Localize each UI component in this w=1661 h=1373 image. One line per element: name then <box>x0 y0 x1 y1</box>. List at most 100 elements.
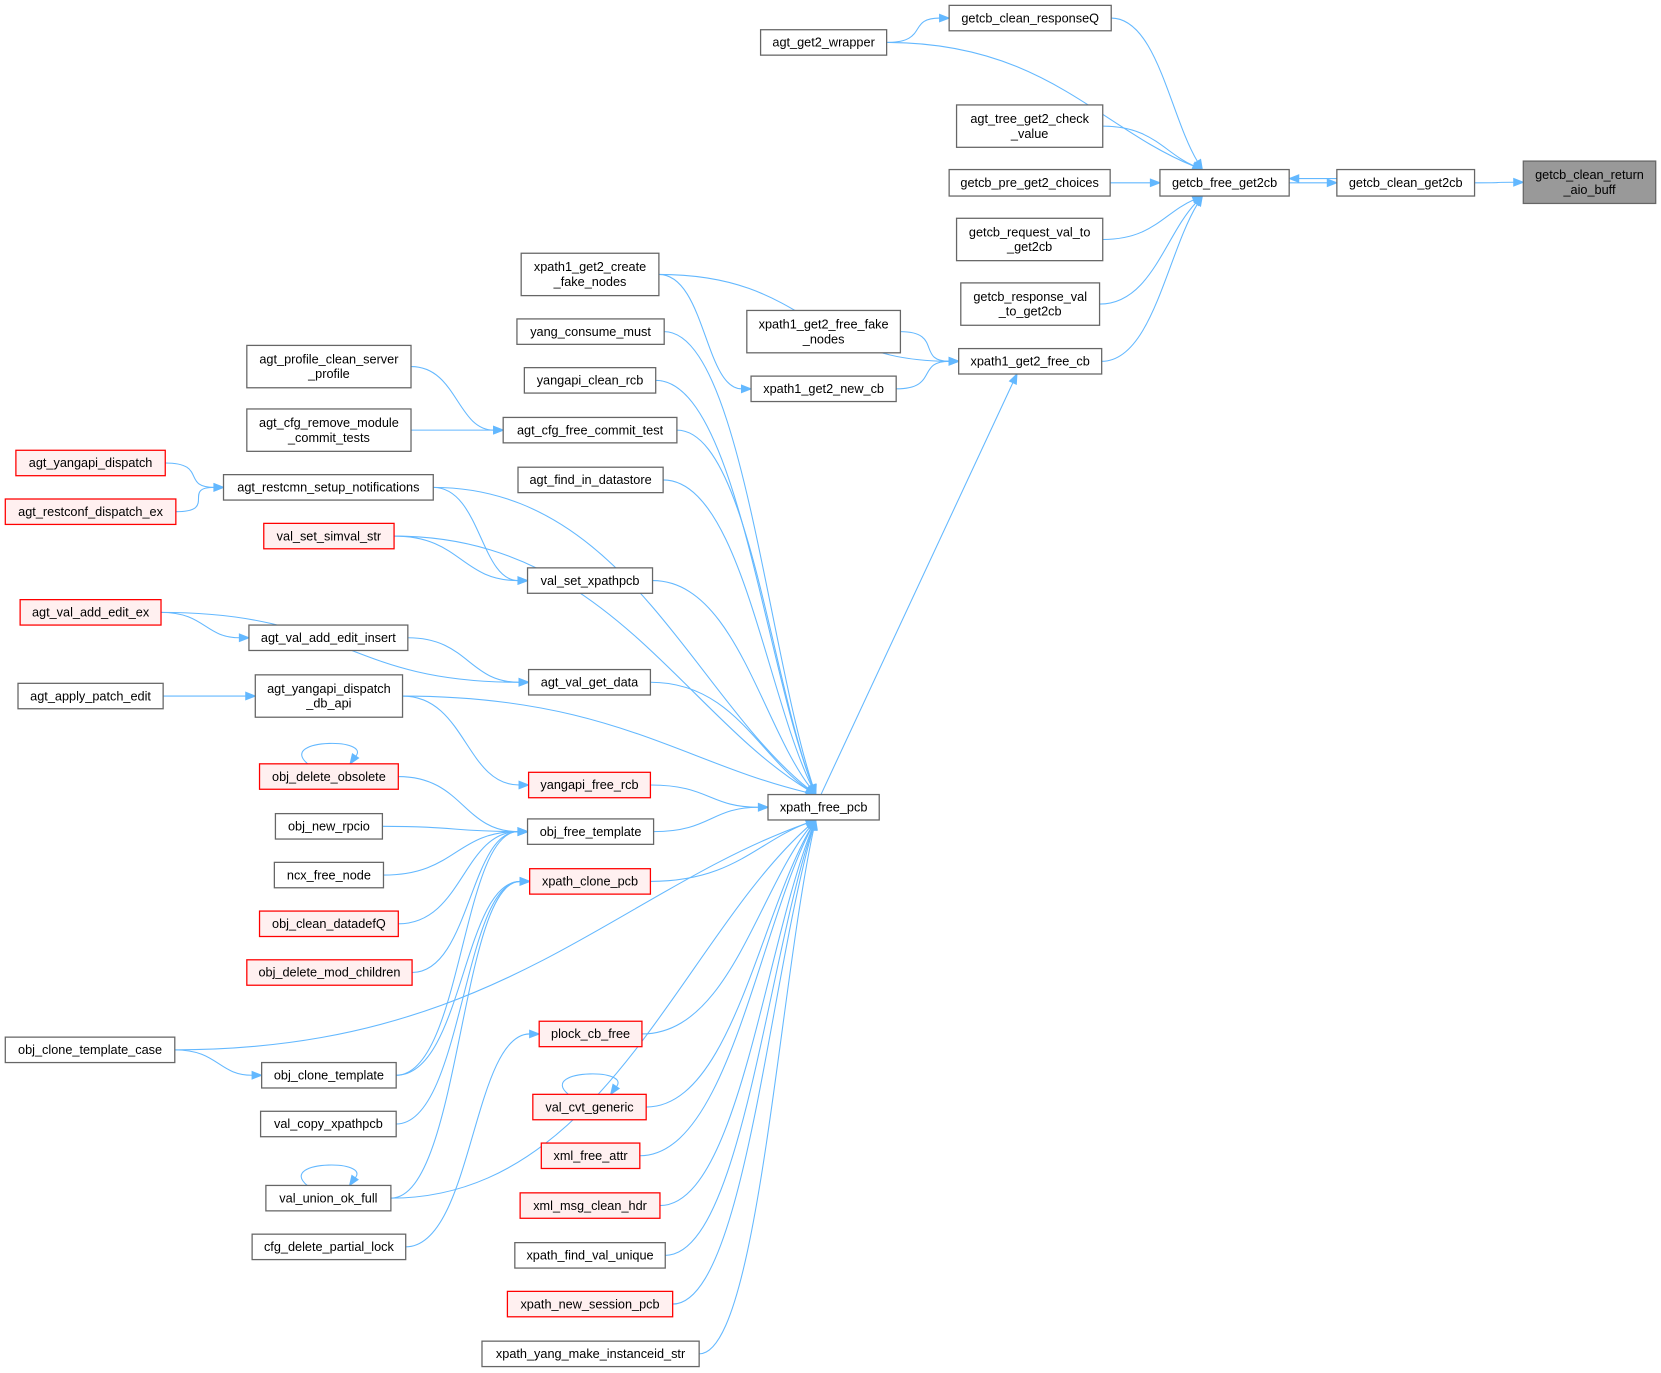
arrowhead <box>1326 178 1339 188</box>
graph-node-val-cvt-generic[interactable]: val_cvt_generic <box>532 1093 647 1121</box>
graph-node-xml-msg-clean-hdr[interactable]: xml_msg_clean_hdr <box>519 1192 661 1219</box>
node-label: _to_get2cb <box>998 304 1062 319</box>
edge-line <box>433 486 809 789</box>
graph-node-obj-clone-template-case[interactable]: obj_clone_template_case <box>4 1036 176 1064</box>
node-box <box>254 674 404 718</box>
edge-line <box>300 1164 358 1186</box>
edge-agt-val-add-edit-ex-to-agt-val-add-edit-insert <box>161 611 251 643</box>
graph-node-obj-free-template[interactable]: obj_free_template <box>526 818 655 845</box>
edge-getcb-response-val-to-get2cb-to-getcb-free-get2cb <box>1099 194 1204 305</box>
graph-node-agt-restcmn-setup-notifications[interactable]: agt_restcmn_setup_notifications <box>222 474 434 501</box>
graph-node-xpath1-get2-free-cb[interactable]: xpath1_get2_free_cb <box>958 347 1103 375</box>
nodes-layer: getcb_clean_return_aio_buff getcb_clean_g… <box>4 4 1657 1368</box>
graph-node-obj-clean-datadefQ[interactable]: obj_clean_datadefQ <box>258 910 399 938</box>
graph-node-agt-yangapi-dispatch[interactable]: agt_yangapi_dispatch <box>15 449 166 477</box>
arrowhead <box>757 802 770 812</box>
node-box <box>246 344 412 389</box>
graph-node-agt-tree-get2-check-value[interactable]: agt_tree_get2_check_value <box>955 104 1104 148</box>
edge-xpath1-get2-create-fake-nodes-to-xpath1-get2-new-cb <box>658 273 753 394</box>
edge-line <box>402 695 520 786</box>
edge-line <box>820 382 1014 795</box>
node-label: val_set_xpathpcb <box>541 573 640 588</box>
edge-line <box>394 535 808 791</box>
edge-line <box>650 681 809 790</box>
graph-node-agt-get2-wrapper[interactable]: agt_get2_wrapper <box>759 29 888 56</box>
graph-node-agt-restconf-dispatch-ex[interactable]: agt_restconf_dispatch_ex <box>4 498 177 526</box>
node-box <box>4 498 177 526</box>
graph-node-getcb-clean-return-aio-buff[interactable]: getcb_clean_return_aio_buff <box>1522 160 1657 205</box>
graph-node-val-set-simval-str[interactable]: val_set_simval_str <box>263 522 395 550</box>
graph-node-yangapi-clean-rcb[interactable]: yangapi_clean_rcb <box>523 367 657 394</box>
edge-xpath1-get2-free-cb-to-getcb-free-get2cb <box>1101 194 1204 362</box>
graph-node-agt-cfg-free-commit-test[interactable]: agt_cfg_free_commit_test <box>502 416 678 444</box>
graph-node-xml-free-attr[interactable]: xml_free_attr <box>540 1142 641 1170</box>
arrowhead <box>529 1029 541 1039</box>
node-box <box>19 599 162 626</box>
edge-line <box>394 535 519 582</box>
node-box <box>955 104 1104 148</box>
graph-node-agt-val-add-edit-insert[interactable]: agt_val_add_edit_insert <box>248 624 409 652</box>
graph-node-getcb-response-val-to-get2cb[interactable]: getcb_response_val_to_get2cb <box>960 282 1101 326</box>
edge-cfg-delete-partial-lock-to-plock-cb-free <box>405 1029 541 1248</box>
node-label: val_union_ok_full <box>279 1190 377 1205</box>
edge-val-cvt-generic-to-xpath-free-pcb <box>646 818 817 1108</box>
edge-val-union-ok-full-to-val-union-ok-full <box>300 1164 359 1187</box>
graph-node-xpath-free-pcb[interactable]: xpath_free_pcb <box>767 793 880 821</box>
graph-node-val-union-ok-full[interactable]: val_union_ok_full <box>265 1184 392 1212</box>
node-box <box>527 771 652 799</box>
node-label: getcb_clean_return <box>1535 167 1644 182</box>
graph-node-yangapi-free-rcb[interactable]: yangapi_free_rcb <box>527 771 652 799</box>
edge-line <box>886 41 1194 167</box>
graph-node-agt-val-get-data[interactable]: agt_val_get_data <box>527 668 652 696</box>
edge-agt-find-in-datastore-to-xpath-free-pcb <box>663 479 817 796</box>
graph-node-xpath-find-val-unique[interactable]: xpath_find_val_unique <box>514 1242 666 1269</box>
graph-node-xpath1-get2-new-cb[interactable]: xpath1_get2_new_cb <box>750 375 897 403</box>
edge-obj-clean-datadefQ-to-obj-free-template <box>398 827 529 925</box>
graph-node-agt-profile-clean-server-profile[interactable]: agt_profile_clean_server_profile <box>246 344 412 389</box>
graph-node-getcb-pre-get2-choices[interactable]: getcb_pre_get2_choices <box>948 168 1111 197</box>
graph-node-xpath1-get2-create-fake-nodes[interactable]: xpath1_get2_create_fake_nodes <box>520 252 660 297</box>
graph-node-plock-cb-free[interactable]: plock_cb_free <box>538 1020 643 1048</box>
node-label: xpath_free_pcb <box>780 799 868 814</box>
graph-node-xpath-yang-make-instanceid-str[interactable]: xpath_yang_make_instanceid_str <box>481 1340 700 1368</box>
arrowhead <box>517 576 529 586</box>
arrowhead <box>1287 174 1300 184</box>
graph-node-agt-yangapi-dispatch-db-api[interactable]: agt_yangapi_dispatch_db_api <box>254 674 404 718</box>
graph-node-agt-find-in-datastore[interactable]: agt_find_in_datastore <box>517 466 664 494</box>
edge-line <box>382 825 519 833</box>
edge-val-set-simval-str-to-val-set-xpathpcb <box>394 535 529 586</box>
graph-node-xpath-clone-pcb[interactable]: xpath_clone_pcb <box>529 868 652 895</box>
graph-node-cfg-delete-partial-lock[interactable]: cfg_delete_partial_lock <box>251 1233 407 1261</box>
graph-node-getcb-free-get2cb[interactable]: getcb_free_get2cb <box>1159 168 1290 197</box>
node-label: agt_restcmn_setup_notifications <box>237 480 419 495</box>
node-box <box>523 367 657 394</box>
graph-node-getcb-clean-get2cb[interactable]: getcb_clean_get2cb <box>1336 168 1476 197</box>
graph-node-obj-delete-mod-children[interactable]: obj_delete_mod_children <box>246 959 413 986</box>
edge-getcb-clean-responseQ-to-getcb-free-get2cb <box>1111 17 1204 171</box>
node-box <box>506 1290 674 1318</box>
graph-node-agt-val-add-edit-ex[interactable]: agt_val_add_edit_ex <box>19 599 162 626</box>
node-label: xpath1_get2_free_fake <box>759 316 889 331</box>
edge-val-union-ok-full-to-xpath-clone-pcb <box>390 876 532 1199</box>
graph-node-obj-delete-obsolete[interactable]: obj_delete_obsolete <box>258 763 399 790</box>
node-label: _aio_buff <box>1562 182 1616 197</box>
graph-node-getcb-request-val-to-get2cb[interactable]: getcb_request_val_to_get2cb <box>955 217 1104 262</box>
node-box <box>958 347 1103 375</box>
graph-node-xpath1-get2-free-fake-nodes[interactable]: xpath1_get2_free_fake_nodes <box>746 309 902 354</box>
graph-node-agt-apply-patch-edit[interactable]: agt_apply_patch_edit <box>17 682 164 710</box>
graph-node-val-copy-xpathpcb[interactable]: val_copy_xpathpcb <box>259 1110 397 1138</box>
edge-val-union-ok-full-to-xpath-free-pcb <box>390 819 817 1199</box>
arrowhead <box>518 677 531 687</box>
graph-node-ncx-free-node[interactable]: ncx_free_node <box>273 861 385 889</box>
graph-node-val-set-xpathpcb[interactable]: val_set_xpathpcb <box>526 567 654 594</box>
graph-node-agt-cfg-remove-module-commit-tests[interactable]: agt_cfg_remove_module_commit_tests <box>246 408 412 452</box>
graph-node-xpath-new-session-pcb[interactable]: xpath_new_session_pcb <box>506 1290 674 1318</box>
arrowhead <box>1149 178 1162 188</box>
graph-node-getcb-clean-responseQ[interactable]: getcb_clean_responseQ <box>948 4 1112 32</box>
graph-node-obj-clone-template[interactable]: obj_clone_template <box>261 1061 397 1089</box>
graph-node-yang-consume-must[interactable]: yang_consume_must <box>516 318 665 345</box>
edge-line <box>398 831 519 925</box>
graph-node-obj-new-rpcio[interactable]: obj_new_rpcio <box>274 812 384 840</box>
node-label: xpath_find_val_unique <box>526 1248 653 1263</box>
